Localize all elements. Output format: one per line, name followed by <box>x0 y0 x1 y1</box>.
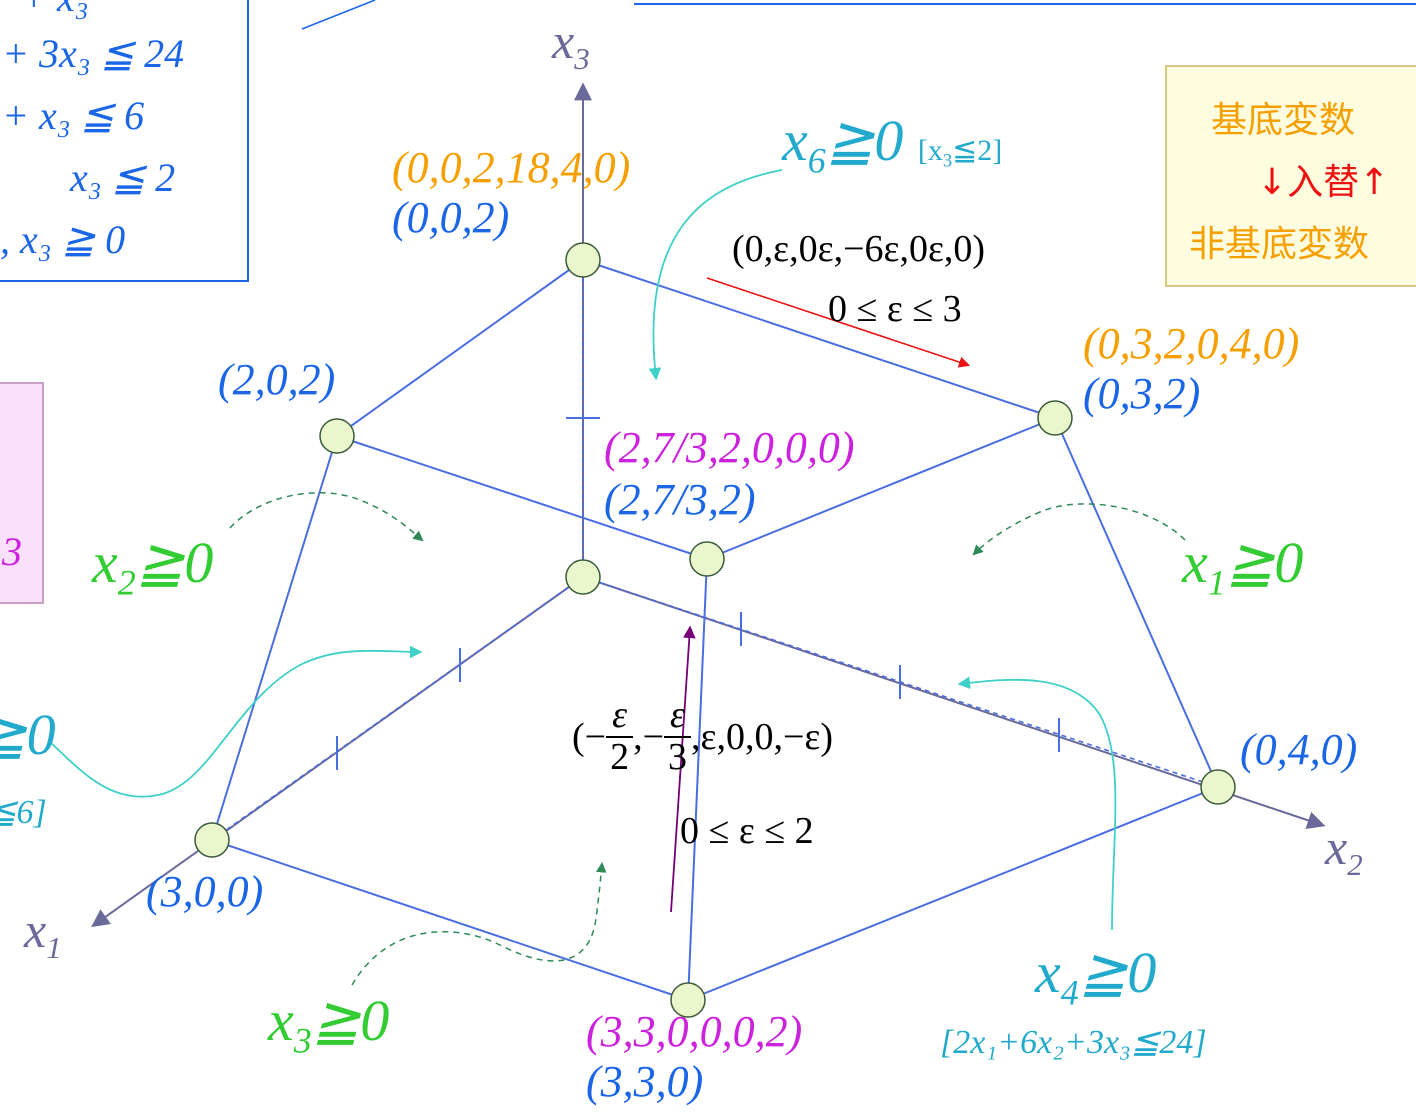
x1-face-label: x1≧0 <box>1182 530 1304 603</box>
vertex-300-label: (3,0,0) <box>146 867 264 916</box>
vertex-2-73-2 <box>689 541 725 577</box>
move-arrow-red <box>706 277 971 368</box>
legend-box: 基底変数 ↓入替↑ 非基底変数 <box>1165 65 1416 287</box>
x4-face-note: [2x₁+6x₂+3x₃≦24] <box>940 1024 1207 1061</box>
red-move-range: 0 ≤ ε ≤ 3 <box>828 288 962 330</box>
x5-arrow <box>47 645 423 798</box>
constraint-row-4: x₃ ≦ 2 <box>70 155 176 200</box>
constraint-row-2: + 3x₃ ≦ 24 <box>2 31 185 76</box>
vertex-2-0-2 <box>319 418 355 454</box>
legend-nonbasic-vars: 非基底変数 <box>1189 224 1370 265</box>
vertex-3-3-0 <box>670 982 706 1018</box>
x2-face-label: x2≧0 <box>92 530 214 603</box>
purple-move-range: 0 ≤ ε ≤ 2 <box>680 810 814 852</box>
vertex-330-short: (3,3,0) <box>586 1057 704 1106</box>
move-arrow-purple <box>670 625 696 913</box>
x6-face-label: x6≧0 [x3≦2] <box>782 108 1003 181</box>
constraint-row-1: + x₃ <box>20 0 89 18</box>
x3-face-label: x3≧0 <box>268 988 390 1061</box>
x5-face-note: ≦6] <box>0 794 47 831</box>
x6-arrow <box>648 169 783 381</box>
pointer-line <box>301 0 376 30</box>
legend-swap: ↓入替↑ <box>1257 162 1390 203</box>
vertex-2732-full: (2,7/3,2,0,0,0) <box>604 423 855 472</box>
constraint-row-3: + x₃ ≦ 6 <box>2 93 145 138</box>
vertex-040-label: (0,4,0) <box>1240 725 1358 774</box>
vertices <box>194 242 1236 1018</box>
vertex-top-short: (0,0,2) <box>392 193 510 242</box>
vertex-032-short: (0,3,2) <box>1083 369 1201 418</box>
vertex-032-full: (0,3,2,0,4,0) <box>1083 319 1300 368</box>
constraint-row-5: , x₃ ≧ 0 <box>0 217 126 262</box>
x1-axis-label: x1 <box>24 902 62 965</box>
vertex-0-3-2 <box>1037 400 1073 436</box>
x4-face-label: x4≧0 <box>1035 940 1157 1013</box>
vertex-3-0-0 <box>194 822 230 858</box>
x2-arrow <box>229 492 424 542</box>
hidden-edge-x1 <box>211 576 584 841</box>
x3-axis-label: x3 <box>552 13 590 76</box>
vertex-top-full: (0,0,2,18,4,0) <box>392 143 631 192</box>
x1-arrow <box>972 503 1186 556</box>
vertex-2732-short: (2,7/3,2) <box>604 475 756 524</box>
pink-note-box: 3 <box>0 382 44 604</box>
x5-face-label: ≧0 <box>0 702 56 767</box>
vertex-origin <box>565 559 601 595</box>
constraint-box: + x₃ + 3x₃ ≦ 24 + x₃ ≦ 6 x₃ ≦ 2 , x₃ ≧ 0 <box>0 0 249 282</box>
x4-arrow <box>957 676 1117 931</box>
x3-arrow <box>351 861 607 986</box>
vertex-202-label: (2,0,2) <box>218 355 336 404</box>
pink-note-fragment: 3 <box>2 529 22 574</box>
red-move-vector: (0,ε,0ε,−6ε,0ε,0) <box>732 228 986 270</box>
legend-basic-vars: 基底変数 <box>1211 100 1356 141</box>
vertex-330-full: (3,3,0,0,0,2) <box>586 1007 803 1056</box>
vertex-0-0-2 <box>565 242 601 278</box>
vertex-0-4-0 <box>1200 769 1236 805</box>
polytope-edges <box>211 259 1219 1001</box>
x2-axis-label: x2 <box>1325 819 1363 882</box>
